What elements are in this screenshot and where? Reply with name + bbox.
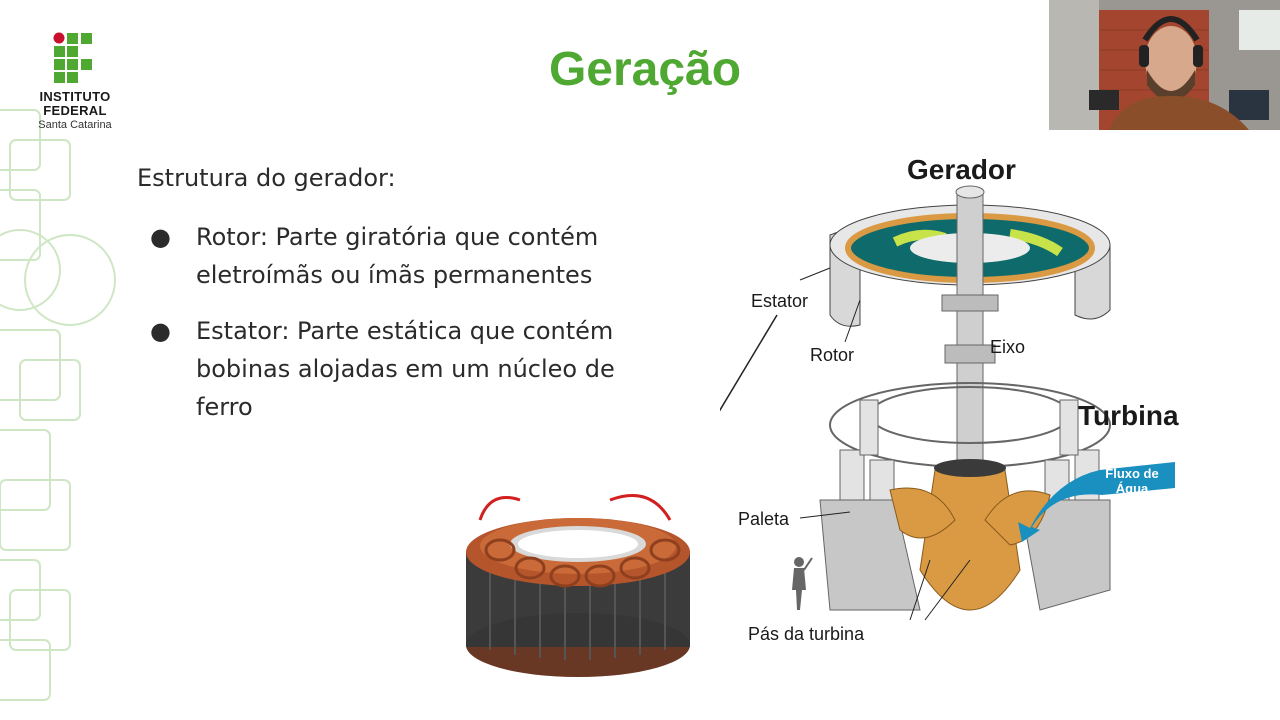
bullet-text: Rotor: Parte giratória que contém eletro… [196,223,599,289]
label-rotor: Rotor [810,345,855,365]
generator-diagram [720,185,1175,621]
fluxo-line2: Água [1115,481,1149,496]
background-pattern [0,109,116,701]
fluxo-line1: Fluxo de [1105,466,1159,481]
logo-line3: Santa Catarina [38,119,112,131]
bullet-text: Estator: Parte estática que contém bobin… [196,317,615,421]
webcam-video [1049,0,1280,130]
stator-photo [466,494,690,677]
bullet-marker: ● [150,223,171,251]
logo-line2: FEDERAL [43,103,107,118]
logo-text: INSTITUTO FEDERAL Santa Catarina [30,90,120,132]
webcam-person-image [1049,0,1280,130]
bullet-marker: ● [150,317,171,345]
bullet-item-rotor: ● Rotor: Parte giratória que contém elet… [150,218,670,294]
label-eixo: Eixo [990,337,1026,357]
label-estator: Estator [751,291,809,311]
label-pas-da-turbina: Pás da turbina [748,624,865,644]
label-gerador: Gerador [907,154,1016,185]
label-paleta: Paleta [738,509,790,529]
label-fluxo-de-agua: Fluxo de Água [1090,466,1174,496]
bullet-list: ● Rotor: Parte giratória que contém elet… [150,218,670,444]
logo-line1: INSTITUTO [39,89,111,104]
slide-intro: Estrutura do gerador: [137,164,396,192]
logo-grid-icon [53,32,92,83]
slide-title: Geração [548,43,742,96]
label-turbina: Turbina [1078,400,1179,431]
bullet-item-estator: ● Estator: Parte estática que contém bob… [150,312,670,426]
